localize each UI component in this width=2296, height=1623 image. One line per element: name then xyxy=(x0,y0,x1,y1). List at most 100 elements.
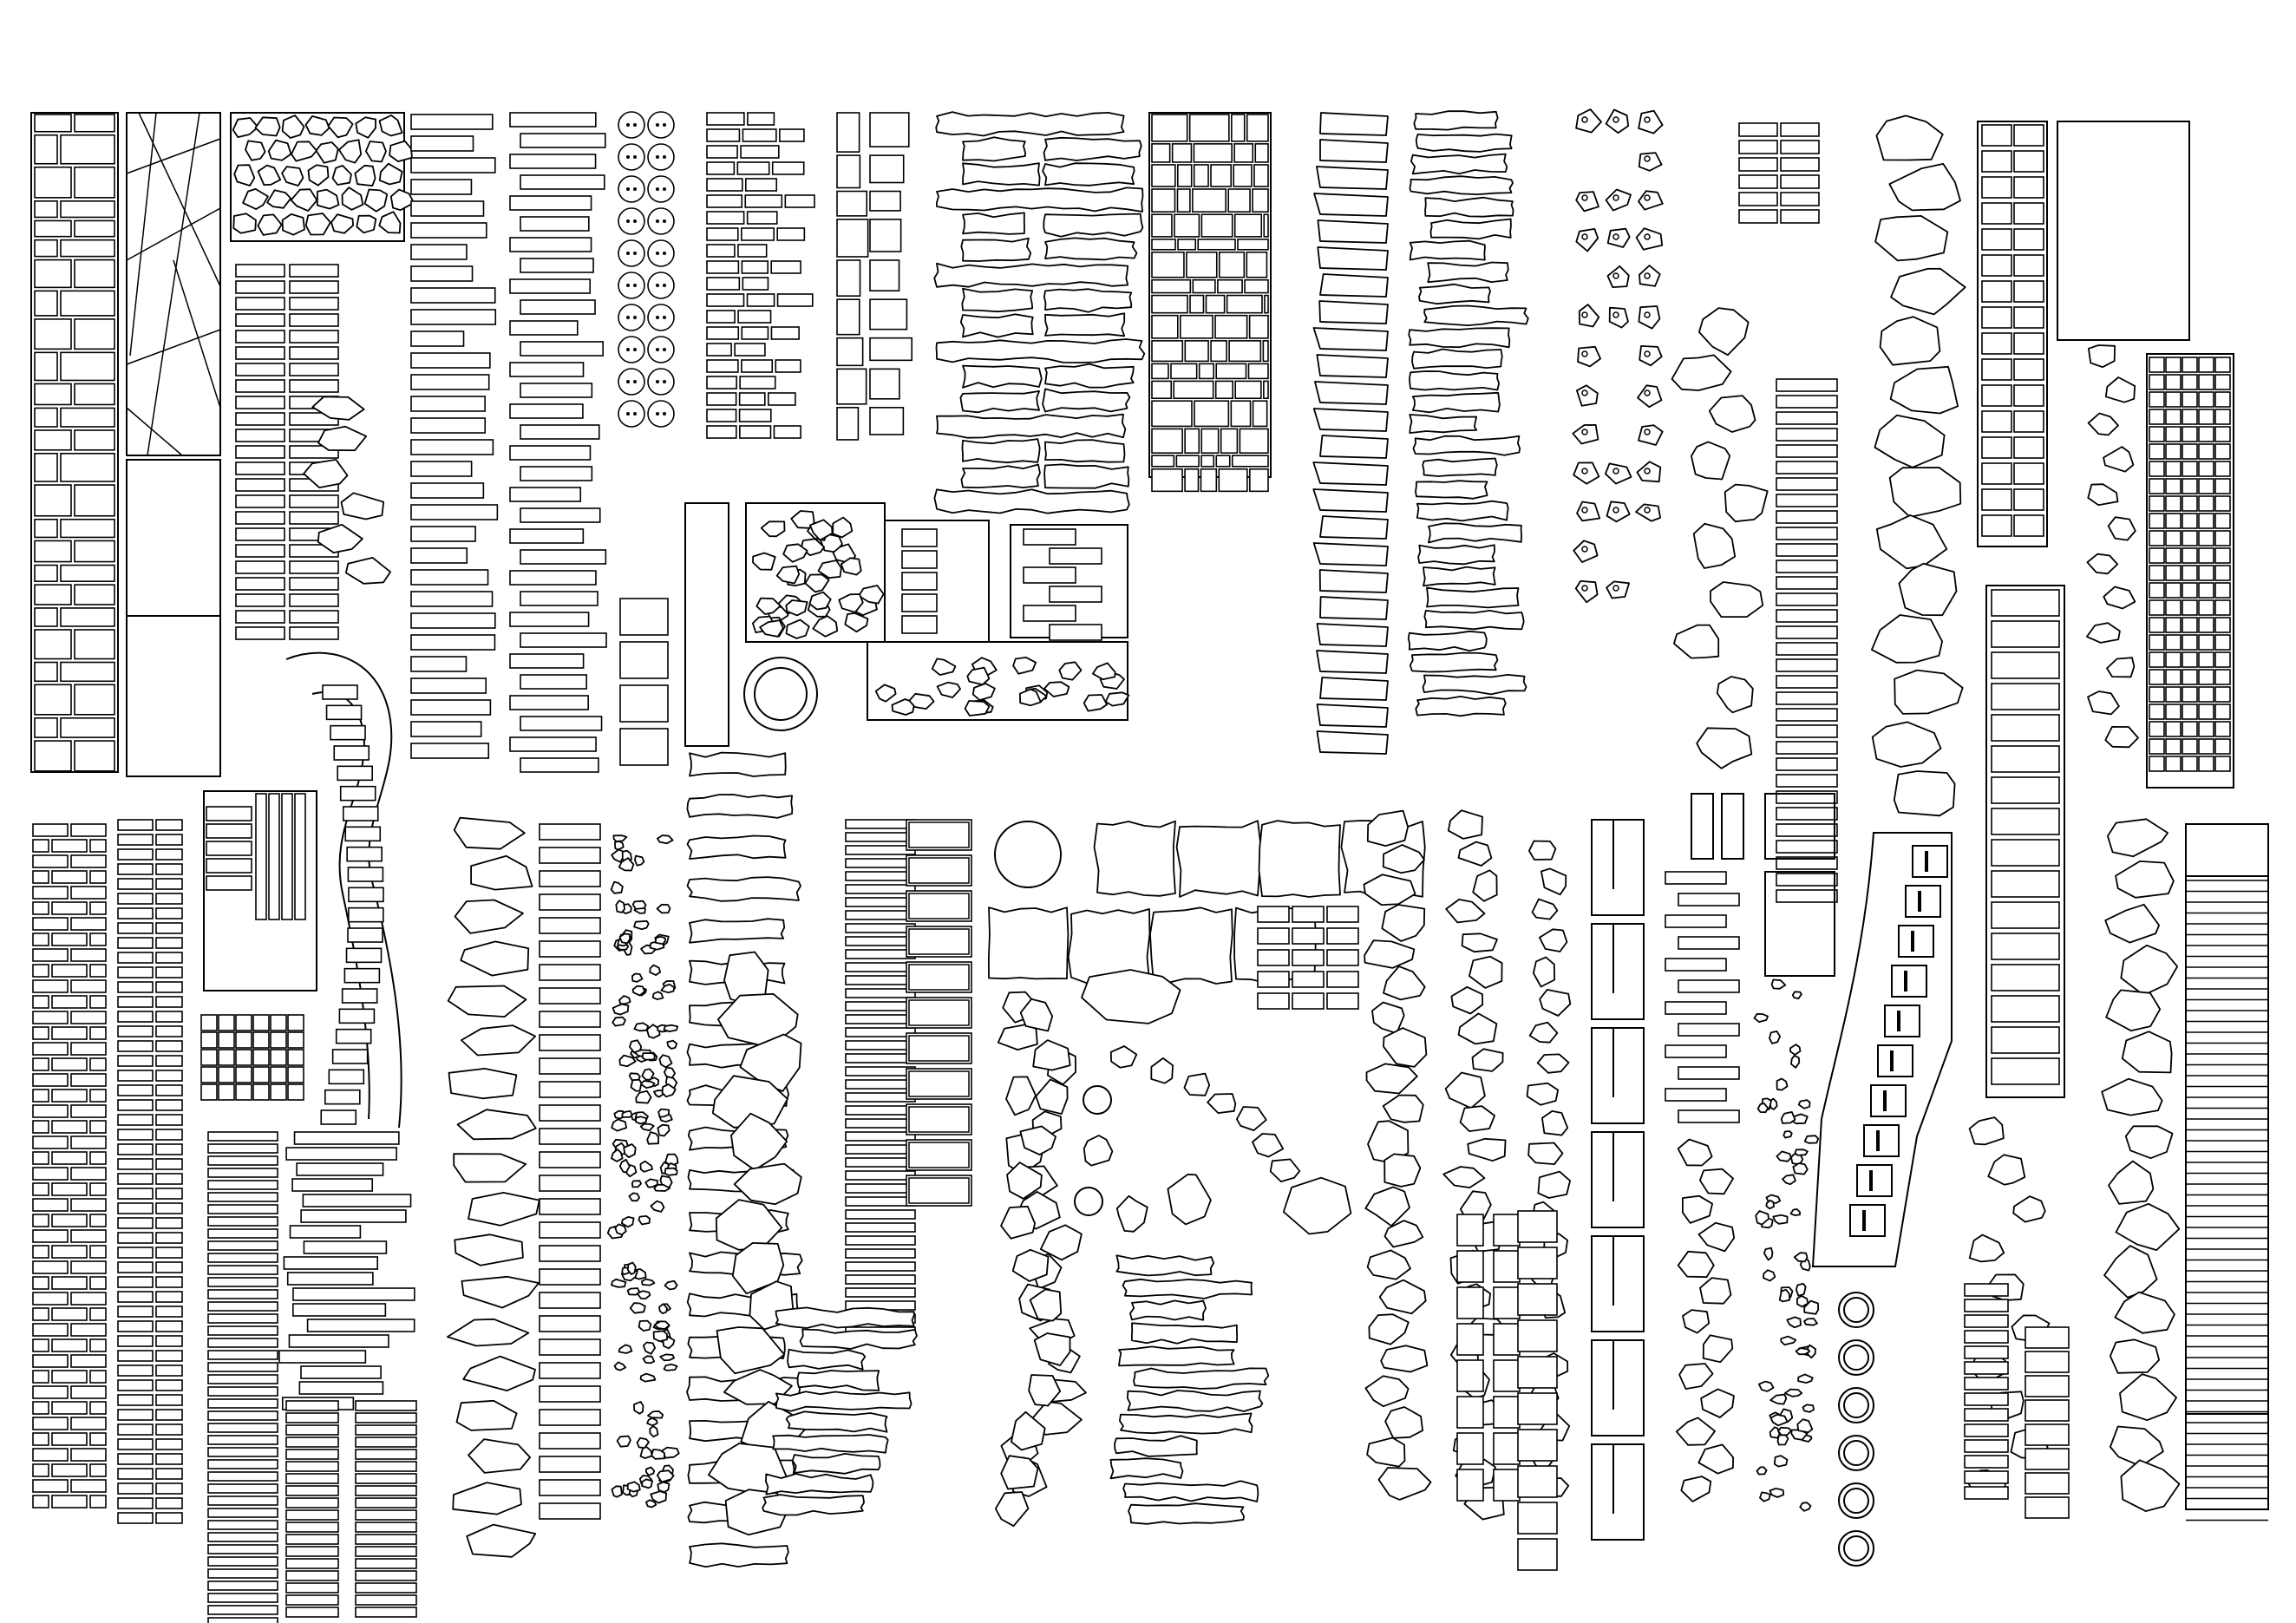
paver xyxy=(207,1410,278,1421)
paver xyxy=(845,1079,916,1090)
chisel-mark xyxy=(1644,350,1651,357)
paver xyxy=(117,1482,154,1495)
pebble xyxy=(614,1223,627,1236)
paver xyxy=(1193,164,1209,187)
pebble xyxy=(612,1003,630,1016)
grid-tile xyxy=(2149,357,2165,373)
paver xyxy=(845,936,916,946)
paver xyxy=(89,1338,107,1352)
paver xyxy=(2025,1423,2070,1446)
panel-frame xyxy=(1977,121,2048,547)
paver xyxy=(117,1084,154,1096)
paver xyxy=(845,1287,916,1298)
tread xyxy=(346,846,383,862)
paver xyxy=(235,412,285,426)
rubble xyxy=(1444,1071,1486,1109)
paver xyxy=(355,1473,417,1484)
paver xyxy=(155,863,183,875)
paver xyxy=(2013,358,2044,381)
tread xyxy=(344,826,382,842)
paver xyxy=(235,396,285,409)
paver xyxy=(235,626,285,640)
grid-tile xyxy=(270,1066,287,1083)
dot xyxy=(633,219,637,223)
large-boulder xyxy=(1874,214,1949,262)
paver xyxy=(155,878,183,890)
rough-slab xyxy=(1122,1278,1253,1299)
stepper xyxy=(1006,1162,1043,1200)
flagstone xyxy=(2109,1425,2164,1468)
pebble xyxy=(614,841,625,851)
paver xyxy=(355,1449,417,1460)
paver xyxy=(70,1135,107,1149)
cobble xyxy=(245,140,266,161)
paver xyxy=(235,560,285,574)
paver xyxy=(706,359,739,373)
paver xyxy=(1326,992,1359,1010)
paver xyxy=(539,1151,601,1168)
panel-frame xyxy=(230,112,405,242)
paver xyxy=(1991,651,2060,679)
paver xyxy=(74,584,115,605)
paver xyxy=(1151,143,1171,163)
paver xyxy=(89,933,107,946)
flagstone xyxy=(2104,903,2161,944)
grid-tile xyxy=(2165,357,2182,373)
paver xyxy=(1151,114,1188,142)
paver xyxy=(1233,213,1263,238)
tall-slab xyxy=(1591,1339,1645,1436)
paver xyxy=(89,901,107,915)
tapered-slab xyxy=(1314,381,1389,405)
large-boulder xyxy=(1875,115,1944,161)
grid-tile xyxy=(2214,565,2231,581)
paver xyxy=(89,1432,107,1446)
pebble xyxy=(1786,1316,1802,1329)
panel-frame xyxy=(2146,353,2234,789)
inner-line xyxy=(908,928,970,955)
paver xyxy=(1964,1361,2009,1375)
paver xyxy=(60,239,115,258)
paver xyxy=(901,528,938,547)
paver xyxy=(89,870,107,884)
paver xyxy=(539,1338,601,1356)
plank xyxy=(509,112,597,128)
cobble xyxy=(242,187,269,211)
paver xyxy=(1493,1323,1521,1356)
grid-tile xyxy=(218,1066,235,1083)
paver xyxy=(155,1232,183,1244)
rubble xyxy=(1457,841,1493,867)
pebble xyxy=(1756,1466,1768,1476)
grid-tile xyxy=(2198,391,2214,408)
paver xyxy=(89,1214,107,1227)
plank xyxy=(509,403,584,419)
pebble xyxy=(651,1449,665,1460)
grid-tile xyxy=(2182,686,2198,703)
paver xyxy=(74,629,115,660)
paver xyxy=(1981,150,2012,173)
grid-tile xyxy=(2198,495,2214,512)
rough-slab xyxy=(961,438,1041,464)
flagstone xyxy=(2108,1160,2155,1205)
paver xyxy=(1215,455,1231,468)
paver xyxy=(235,478,285,492)
cobble xyxy=(1012,657,1037,675)
paver xyxy=(235,577,285,591)
paver xyxy=(1776,757,1838,771)
paver xyxy=(1776,807,1838,821)
paver xyxy=(845,1196,916,1207)
paver xyxy=(155,1011,183,1023)
cobble xyxy=(232,117,259,139)
paver xyxy=(51,1026,88,1040)
grid-tile xyxy=(2198,565,2214,581)
paver xyxy=(60,607,115,627)
paver xyxy=(1151,314,1179,339)
rough-slab xyxy=(1044,312,1126,337)
rough-slab xyxy=(686,834,787,860)
paver xyxy=(1964,1345,2009,1359)
cobble xyxy=(378,211,402,234)
paver xyxy=(117,952,154,964)
boulder xyxy=(1724,483,1769,523)
cobble xyxy=(331,164,352,186)
plank xyxy=(410,222,487,239)
paver xyxy=(1233,143,1254,163)
